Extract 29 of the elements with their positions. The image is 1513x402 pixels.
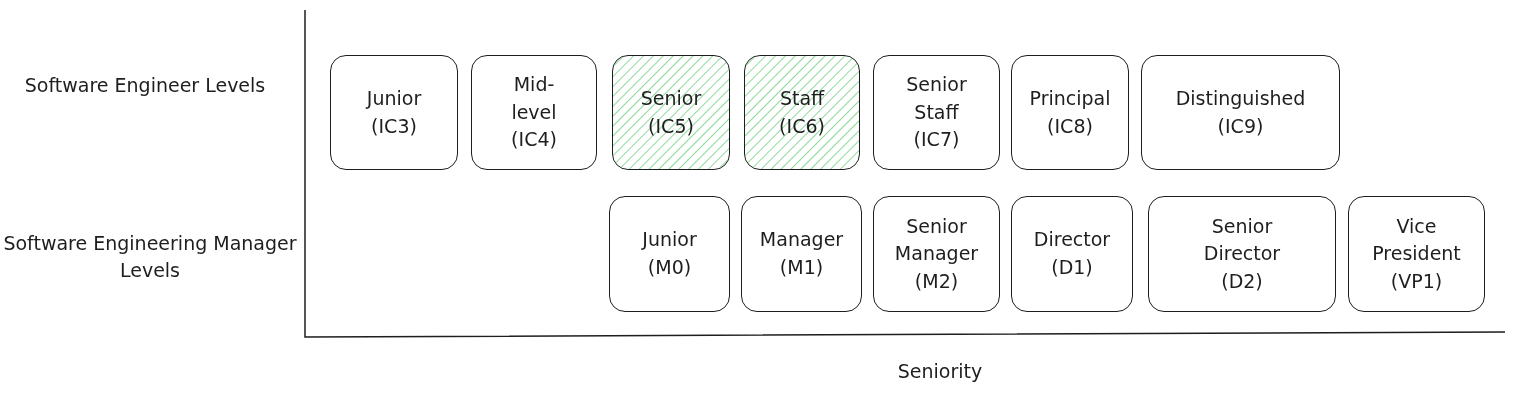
level-label: Vice President (VP1)	[1371, 213, 1462, 294]
axis-label: Seniority	[896, 359, 984, 384]
level-box	[1011, 196, 1133, 312]
level-box	[471, 55, 597, 170]
level-box	[1141, 55, 1340, 170]
level-label: Senior Director (D2)	[1202, 213, 1282, 294]
level-label: Senior Manager (M2)	[893, 213, 980, 294]
level-box	[873, 196, 1000, 312]
level-label: Director (D1)	[1032, 227, 1112, 280]
row-label: Software Engineering Manager Levels	[2, 231, 298, 283]
level-label: Senior (IC5)	[639, 85, 703, 139]
level-box	[744, 55, 860, 170]
level-label: Staff (IC6)	[778, 85, 826, 139]
level-box	[1148, 196, 1336, 312]
level-box	[1348, 196, 1485, 312]
level-label: Principal (IC8)	[1028, 85, 1112, 139]
level-box	[1011, 55, 1129, 170]
level-label: Senior Staff (IC7)	[905, 72, 968, 153]
level-box	[330, 55, 458, 170]
level-box	[612, 55, 730, 170]
level-label: Mid-level (IC4)	[510, 72, 558, 153]
level-box	[873, 55, 1000, 170]
level-box	[741, 196, 862, 312]
level-label: Junior (M0)	[640, 227, 698, 280]
level-label: Junior (IC3)	[364, 85, 423, 139]
level-label: Distinguished (IC9)	[1174, 85, 1307, 139]
level-box	[609, 196, 730, 312]
row-label: Software Engineer Levels	[23, 73, 267, 98]
level-label: Manager (M1)	[758, 227, 845, 280]
